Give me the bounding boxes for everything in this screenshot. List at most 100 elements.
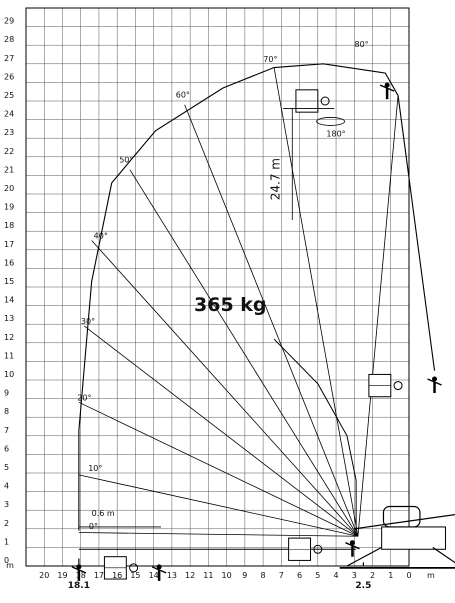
y-tick-label: 27 — [4, 54, 14, 63]
x-tick-label: 20 — [39, 571, 49, 580]
y-tick-label: 21 — [4, 165, 14, 174]
y-tick-label: 24 — [4, 110, 14, 119]
y-tick-label: 15 — [4, 277, 14, 286]
y-tick-label: 19 — [4, 203, 14, 212]
y-tick-label: 16 — [4, 258, 14, 267]
cab-outline — [382, 505, 421, 528]
y-tick-label: 20 — [4, 184, 14, 193]
y-tick-label: 12 — [4, 333, 14, 342]
angle-label: 60° — [176, 90, 190, 99]
frame-border — [25, 7, 410, 567]
person-far-left-arms — [71, 566, 87, 574]
x-tick-label: 12 — [185, 571, 195, 580]
offset-label: 0.6 m — [92, 509, 115, 518]
y-tick-label: 29 — [4, 17, 14, 26]
platform-top-joint — [320, 96, 330, 106]
angle-label: 10° — [88, 464, 102, 473]
y-axis-tick-labels: 0123456789101112131415161718192021222324… — [4, 17, 14, 565]
platform-right-joint — [393, 381, 403, 391]
min-outreach-label: 2.5 — [355, 581, 371, 591]
y-tick-label: 22 — [4, 147, 14, 156]
y-tick-label: 0 — [4, 556, 9, 565]
boom-angle-line — [357, 95, 399, 537]
y-tick-label: 3 — [4, 500, 9, 509]
person-left-head — [156, 564, 162, 570]
person-middle-arms — [345, 542, 360, 550]
boom-angle-lines — [78, 67, 399, 537]
y-tick-label: 2 — [4, 519, 9, 528]
x-tick-label: 14 — [149, 571, 159, 580]
y-tick-label: 4 — [4, 482, 9, 491]
y-tick-label: 10 — [4, 370, 14, 379]
x-tick-label: 17 — [94, 571, 104, 580]
machine-drawing — [71, 82, 455, 581]
rotation-label: 180° — [326, 129, 345, 138]
x-tick-label: 1 — [388, 571, 393, 580]
base-arm — [354, 514, 455, 530]
angle-label: 40° — [94, 232, 108, 241]
y-tick-label: 11 — [4, 351, 14, 360]
x-tick-label: 6 — [297, 571, 302, 580]
y-tick-label: 17 — [4, 240, 14, 249]
boom-angle-line — [91, 240, 359, 537]
angle-label: 0° — [89, 522, 98, 531]
x-tick-label: 19 — [57, 571, 67, 580]
boom-angle-line — [78, 474, 359, 537]
y-tick-label: 9 — [4, 389, 9, 398]
outrigger-left — [346, 546, 382, 567]
angle-labels: 0°10°20°30°40°50°60°70°80° — [77, 40, 368, 531]
angle-label: 70° — [263, 55, 277, 64]
y-tick-label: 8 — [4, 407, 9, 416]
rotation-ellipse — [316, 117, 345, 126]
x-tick-label: 2 — [370, 571, 375, 580]
boom-angle-line — [84, 325, 359, 537]
x-tick-label: 0 — [406, 571, 411, 580]
y-tick-label: 13 — [4, 314, 14, 323]
y-tick-label: 14 — [4, 296, 14, 305]
y-tick-label: 26 — [4, 72, 14, 81]
x-axis-unit: m — [427, 571, 435, 580]
person-middle-head — [349, 540, 355, 546]
person-right-head — [432, 376, 438, 382]
angle-label: 20° — [77, 393, 91, 402]
envelope-outer-curve — [78, 63, 436, 531]
x-tick-label: 5 — [315, 571, 320, 580]
x-tick-label: 18 — [76, 571, 86, 580]
platform-low-middle-joint — [313, 544, 323, 554]
y-tick-label: 1 — [4, 537, 9, 546]
chassis-body — [381, 526, 446, 550]
x-tick-label: 10 — [222, 571, 232, 580]
y-axis-unit: m — [6, 561, 14, 570]
boom-angle-line — [273, 67, 359, 537]
y-tick-label: 25 — [4, 91, 14, 100]
x-tick-label: 16 — [112, 571, 122, 580]
y-tick-label: 7 — [4, 426, 9, 435]
x-tick-label: 8 — [261, 571, 266, 580]
x-tick-label: 13 — [167, 571, 177, 580]
y-tick-label: 28 — [4, 35, 14, 44]
x-tick-label: 3 — [352, 571, 357, 580]
load-capacity-label: 365 kg — [194, 294, 267, 316]
y-tick-label: 18 — [4, 221, 14, 230]
x-tick-label: 15 — [130, 571, 140, 580]
angle-label: 80° — [354, 40, 368, 49]
person-left-arms — [151, 566, 167, 574]
grid — [25, 7, 410, 567]
boom-angle-line — [78, 532, 358, 537]
person-right-arms — [427, 378, 442, 386]
envelope-inner-curve — [273, 338, 357, 531]
chart-frame — [25, 7, 410, 567]
x-tick-label: 11 — [203, 571, 213, 580]
platform-height-label: 24.7 m — [269, 158, 283, 200]
platform-low-left-joint — [129, 563, 139, 573]
x-tick-label: 9 — [242, 571, 247, 580]
angle-label: 50° — [119, 155, 133, 164]
person-top-arms — [379, 84, 395, 92]
y-tick-label: 6 — [4, 444, 9, 453]
person-top-head — [384, 82, 390, 88]
y-tick-label: 23 — [4, 128, 14, 137]
boom-angle-line — [184, 104, 359, 537]
